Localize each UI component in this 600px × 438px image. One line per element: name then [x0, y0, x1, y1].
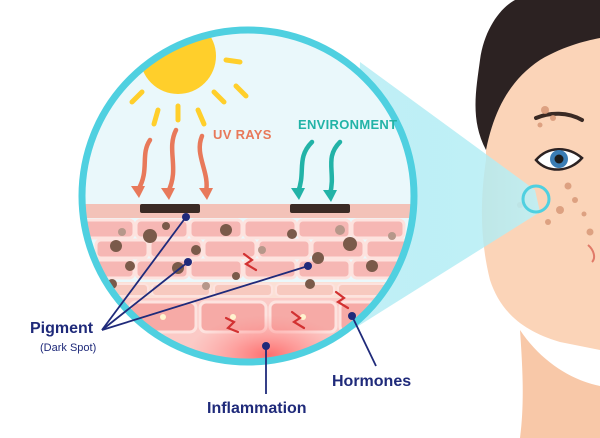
inflammation-glow: [188, 315, 348, 362]
hormone-bolts: [224, 252, 350, 334]
face-dark-spots: [517, 106, 594, 236]
eyebrow: [534, 111, 584, 122]
uv-rays-label: UV RAYS: [213, 127, 272, 142]
magnifier-ring: [78, 26, 418, 366]
inflammation-label: Inflammation: [207, 400, 307, 417]
pigment-sub-label: (Dark Spot): [40, 342, 97, 354]
uv-arrow-icon: [135, 127, 209, 195]
pigment-leader-lines: [101, 216, 309, 331]
magnifier-lens-icon: [521, 184, 551, 214]
hormones-leader-line: [351, 315, 377, 367]
pigment-spots: [107, 222, 378, 289]
face-illustration: [475, 0, 600, 438]
environment-arrow-icon: [295, 139, 343, 197]
pigment-label: Pigment: [30, 320, 94, 337]
hormones-label: Hormones: [332, 373, 412, 390]
environment-label: ENVIRONMENT: [298, 117, 398, 132]
